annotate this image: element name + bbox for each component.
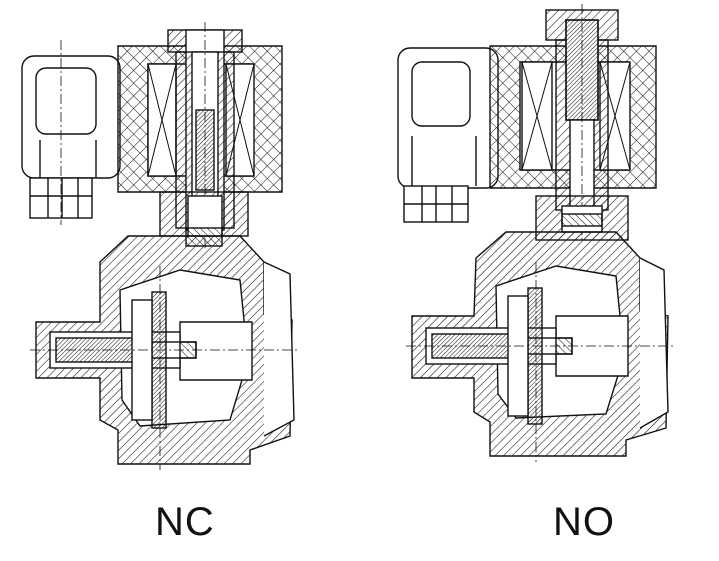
normally-closed-valve: [21, 22, 300, 470]
connector-plug: [21, 40, 121, 225]
connector-plug: [397, 47, 499, 223]
valve-body: [406, 231, 676, 462]
armature-tube: [545, 4, 619, 240]
valve-body: [30, 235, 300, 470]
solenoid-coil-housing: [117, 45, 283, 193]
label-normally-closed: NC: [155, 500, 215, 544]
normally-open-valve: [397, 4, 676, 462]
label-normally-open: NO: [553, 500, 615, 544]
